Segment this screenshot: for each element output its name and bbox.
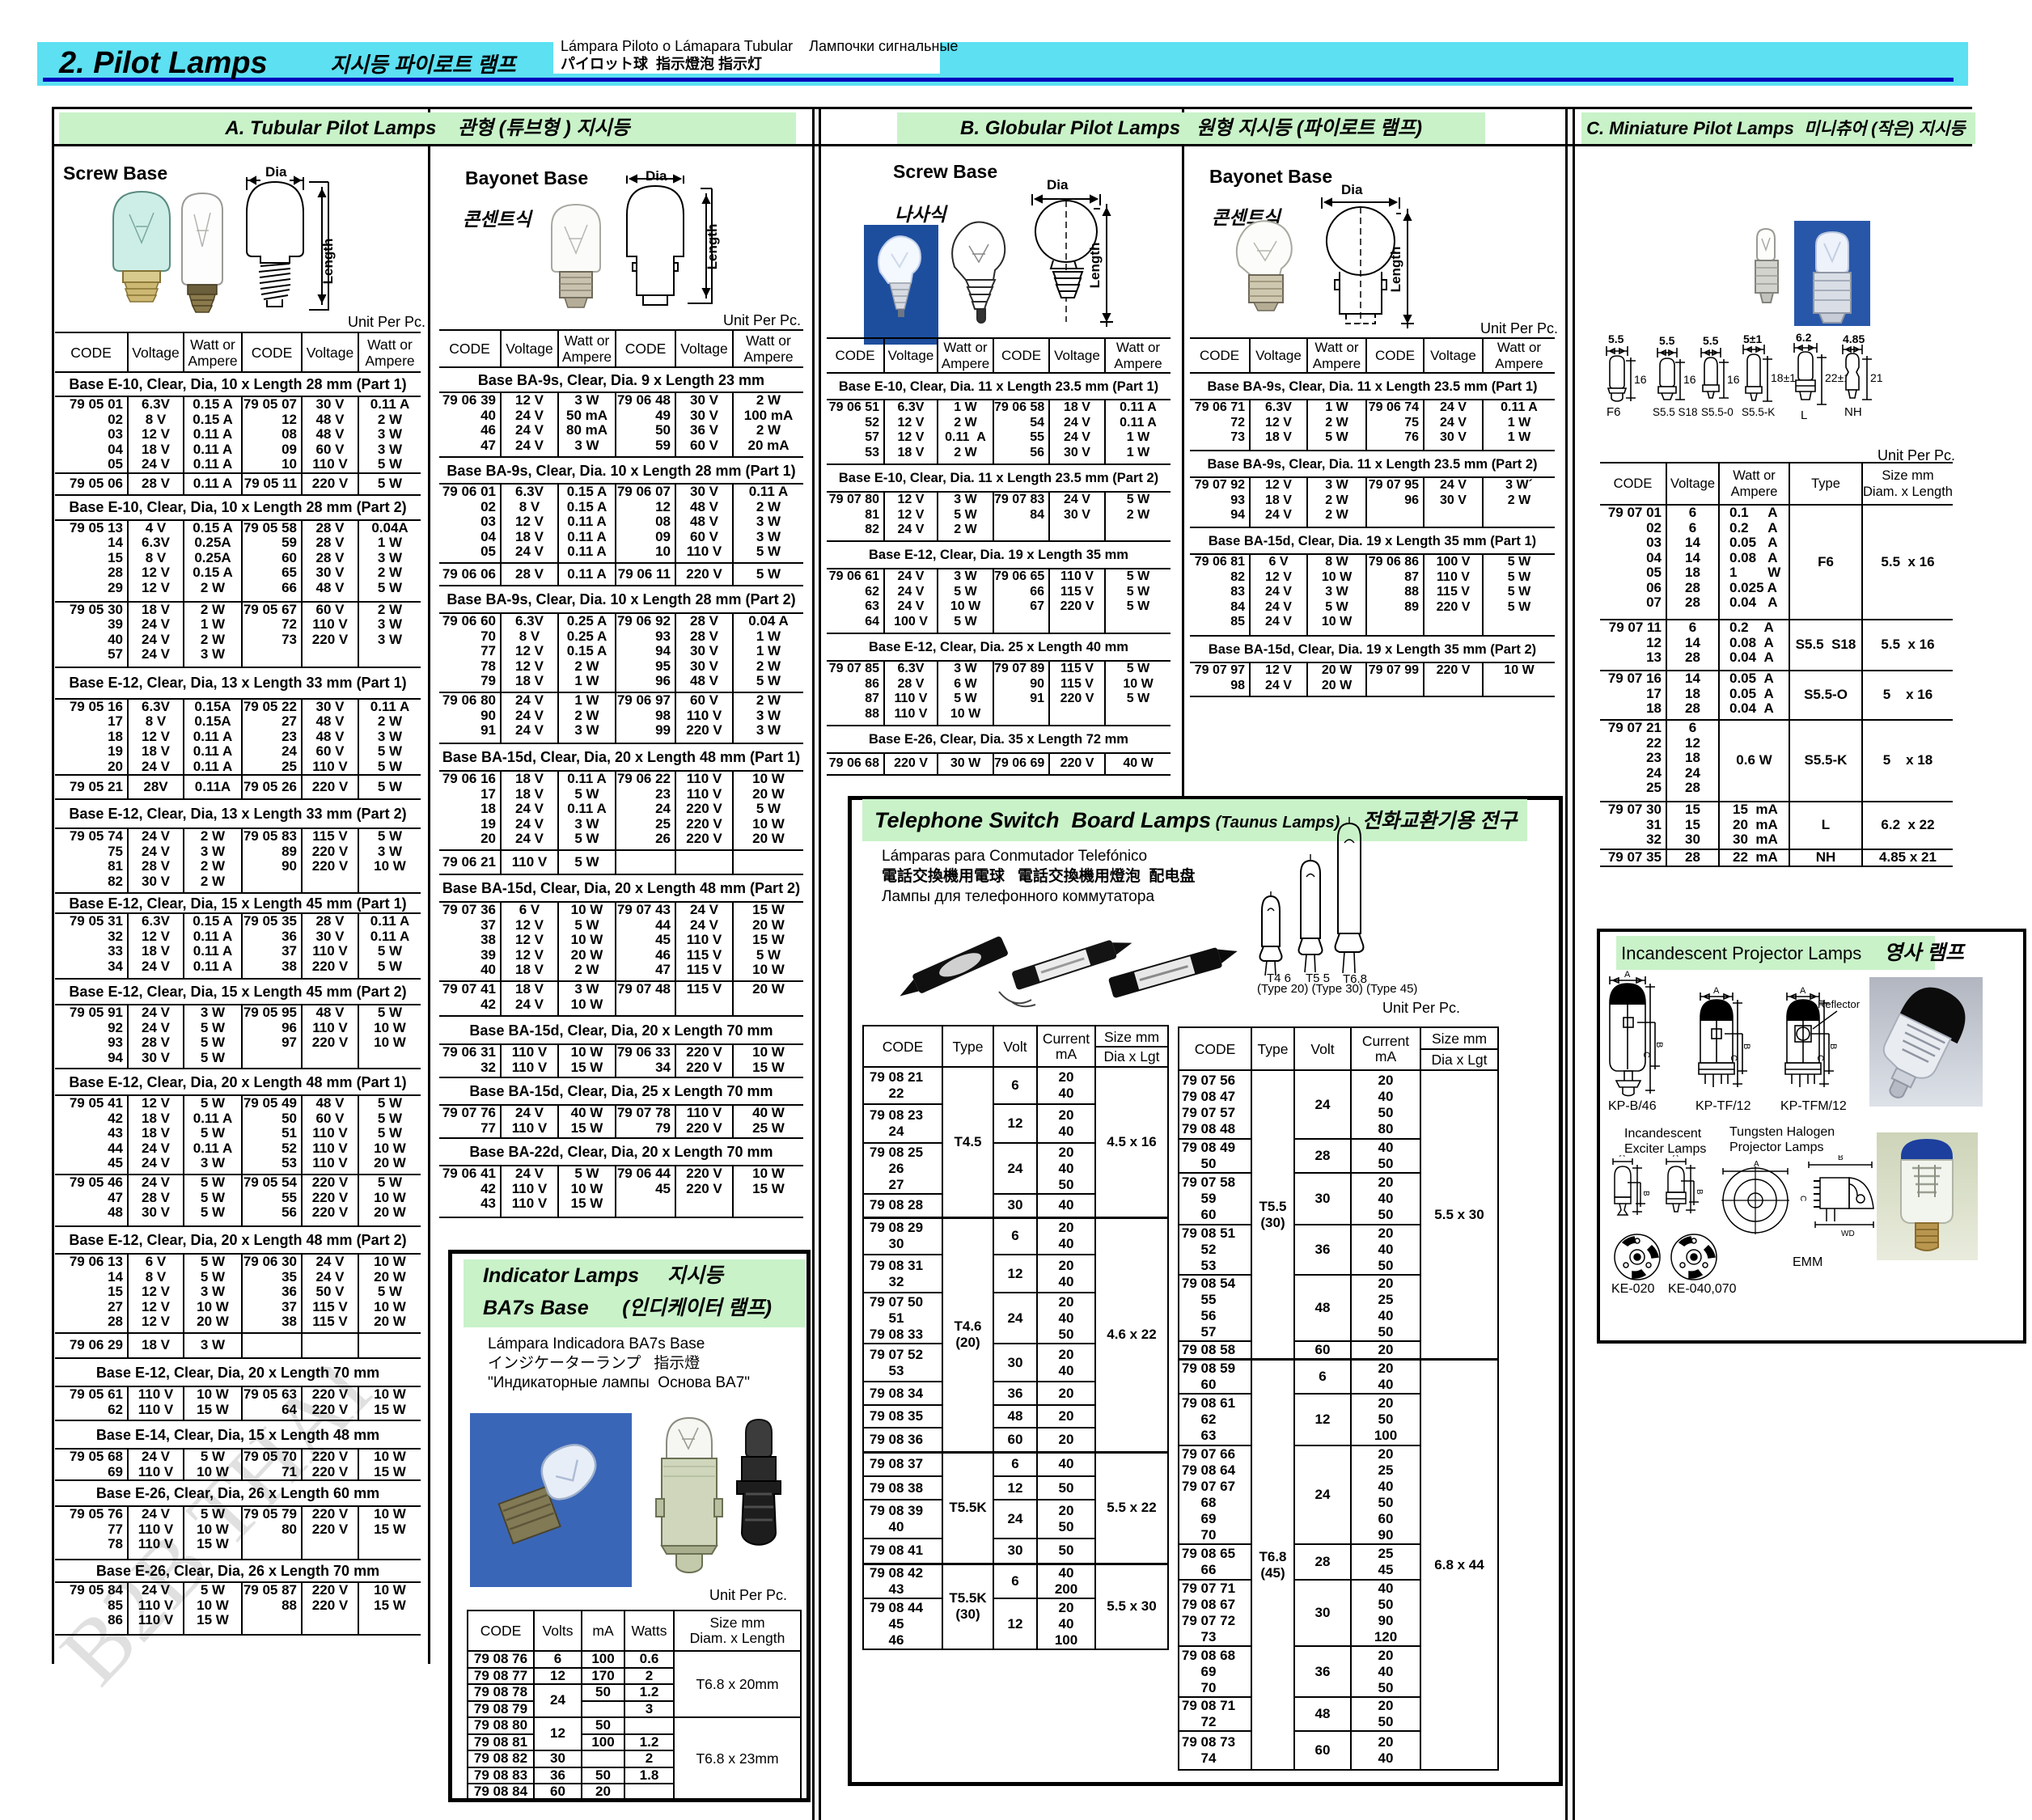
svg-text:Length: Length [1388, 247, 1403, 293]
svg-text:4.85: 4.85 [1843, 333, 1865, 345]
svg-text:NH: NH [1844, 405, 1862, 419]
svg-text:18±1: 18±1 [1771, 371, 1796, 384]
svg-text:C: C [1815, 1055, 1825, 1061]
svg-text:Length: Length [705, 224, 720, 270]
svg-text:16: 16 [1683, 373, 1696, 386]
svg-text:Dia: Dia [265, 166, 287, 180]
svg-text:6.2: 6.2 [1796, 333, 1812, 344]
svg-text:A: A [1673, 1155, 1679, 1159]
svg-text:22±1: 22±1 [1825, 371, 1850, 384]
svg-text:KP-TF/12: KP-TF/12 [1695, 1099, 1751, 1113]
svg-text:16: 16 [1727, 373, 1740, 386]
svg-text:21: 21 [1870, 371, 1883, 384]
svg-text:B: B [1641, 1191, 1650, 1196]
svg-text:KP-B/46: KP-B/46 [1608, 1099, 1657, 1113]
svg-text:5.5: 5.5 [1703, 334, 1719, 347]
svg-text:A: A [1713, 986, 1720, 996]
svg-text:S5.5 S18: S5.5 S18 [1653, 406, 1698, 418]
svg-text:Dia: Dia [646, 168, 667, 184]
svg-text:5±1: 5±1 [1743, 333, 1762, 345]
svg-text:KP-TFM/12: KP-TFM/12 [1780, 1099, 1847, 1113]
svg-text:B: B [1654, 1042, 1664, 1048]
svg-text:B: B [1742, 1043, 1751, 1049]
svg-text:Reflector: Reflector [1818, 998, 1861, 1010]
svg-text:5.5: 5.5 [1608, 333, 1624, 345]
svg-text:B: B [1695, 1189, 1704, 1195]
svg-text:B: B [1838, 1155, 1844, 1162]
svg-text:16: 16 [1634, 373, 1647, 386]
svg-text:5.5: 5.5 [1659, 334, 1675, 347]
svg-text:A: A [1754, 1160, 1759, 1169]
svg-text:A: A [1800, 986, 1806, 996]
svg-text:Length: Length [1087, 243, 1103, 289]
svg-text:C: C [1798, 1196, 1807, 1201]
svg-text:C: C [1729, 1055, 1738, 1061]
svg-text:WD: WD [1841, 1230, 1855, 1238]
svg-text:S5.5-K: S5.5-K [1742, 406, 1775, 418]
svg-text:Dia: Dia [1047, 177, 1069, 193]
svg-text:S5.5-0: S5.5-0 [1701, 406, 1734, 418]
svg-text:F6: F6 [1607, 405, 1621, 419]
svg-text:B: B [1828, 1043, 1838, 1049]
svg-text:C: C [1641, 1052, 1651, 1058]
svg-text:L: L [1801, 408, 1807, 422]
svg-text:A: A [1624, 971, 1631, 980]
svg-text:Length: Length [320, 239, 336, 285]
svg-text:A: A [1619, 1155, 1625, 1159]
svg-text:Dia: Dia [1341, 184, 1363, 197]
